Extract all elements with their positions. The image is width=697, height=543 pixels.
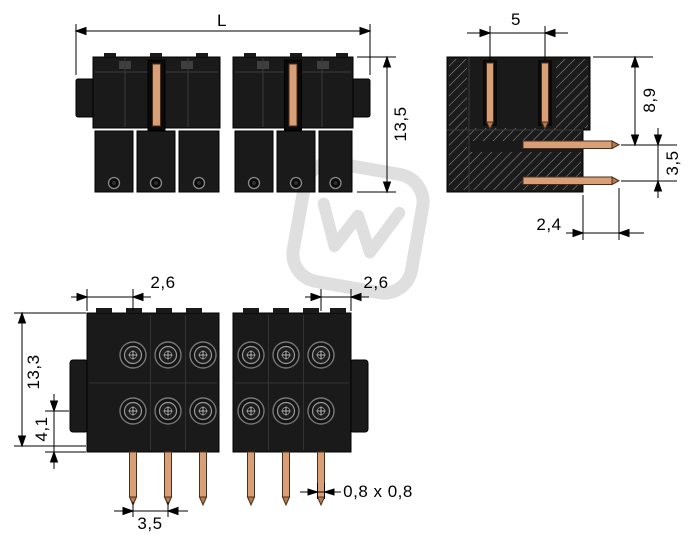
dim-offset-2-6-right [305, 289, 369, 311]
pin-socket [307, 341, 335, 369]
side-pin-vertical-2 [541, 62, 549, 123]
pin-socket [154, 341, 182, 369]
pin-socket [237, 397, 265, 425]
flange-hole [289, 176, 303, 190]
dim-label-offset-2-4: 2,4 [536, 215, 562, 234]
front-pin-left [152, 63, 161, 127]
front-pin-right [288, 63, 298, 127]
front-view [75, 53, 371, 193]
side-pin-horizontal-2 [522, 176, 613, 185]
dim-label-offset-2-6-left: 2,6 [150, 273, 176, 292]
pin-socket [189, 341, 217, 369]
dim-label-overall-length: L [217, 11, 227, 30]
solder-pin [317, 451, 325, 506]
front-right-latch [351, 78, 371, 118]
flange-hole [107, 176, 121, 190]
dim-pin-cross-section [300, 483, 341, 499]
pin-socket [272, 341, 300, 369]
dim-offset-2-6-left [71, 289, 151, 311]
dim-label-top-5: 5 [511, 10, 521, 29]
solder-pin [247, 451, 255, 506]
pin-socket [154, 397, 182, 425]
dim-height-13-5 [357, 55, 396, 194]
dim-pitch-3-5-side [621, 128, 677, 198]
dim-label-depth-8-9: 8,9 [640, 87, 659, 113]
dim-label-offset-4-1: 4,1 [32, 416, 51, 442]
dim-label-pitch-bottom: 3,5 [137, 514, 163, 533]
solder-pin [282, 451, 290, 506]
solder-pin [199, 451, 207, 506]
front-left-latch [75, 78, 95, 118]
pin-socket [237, 341, 265, 369]
solder-pin [129, 451, 137, 506]
bottom-left-latch [69, 359, 89, 433]
bottom-right-latch [349, 359, 369, 433]
dim-label-height-13-3: 13,3 [24, 354, 43, 390]
bottom-view [69, 308, 369, 506]
flange-hole [329, 176, 342, 190]
dim-label-pitch-side: 3,5 [663, 150, 682, 176]
pin-socket [119, 341, 147, 369]
dim-top-5 [467, 26, 568, 60]
dim-overall-length [74, 24, 372, 75]
dim-height-13-3 [14, 311, 86, 448]
dimension-lines [14, 24, 677, 517]
dim-label-pin-cross: 0,8 x 0,8 [343, 482, 413, 501]
side-view [446, 56, 621, 193]
dim-offset-2-4 [566, 188, 644, 240]
dim-pitch-3-5-bottom [114, 502, 188, 517]
pin-socket [272, 397, 300, 425]
flange-hole [192, 176, 206, 190]
dim-offset-4-1 [45, 394, 86, 469]
dim-label-offset-2-6-right: 2,6 [363, 273, 389, 292]
pin-socket [307, 397, 335, 425]
dim-label-height-13-5: 13,5 [391, 106, 410, 142]
pin-socket [189, 397, 217, 425]
side-pin-vertical-1 [486, 62, 494, 123]
dim-depth-8-9 [593, 55, 677, 147]
pin-socket [119, 397, 147, 425]
side-pin-horizontal-1 [522, 140, 613, 149]
watermark-logo [286, 156, 430, 300]
solder-pin [164, 451, 172, 506]
flange-hole [247, 176, 261, 190]
flange-hole [149, 176, 163, 190]
